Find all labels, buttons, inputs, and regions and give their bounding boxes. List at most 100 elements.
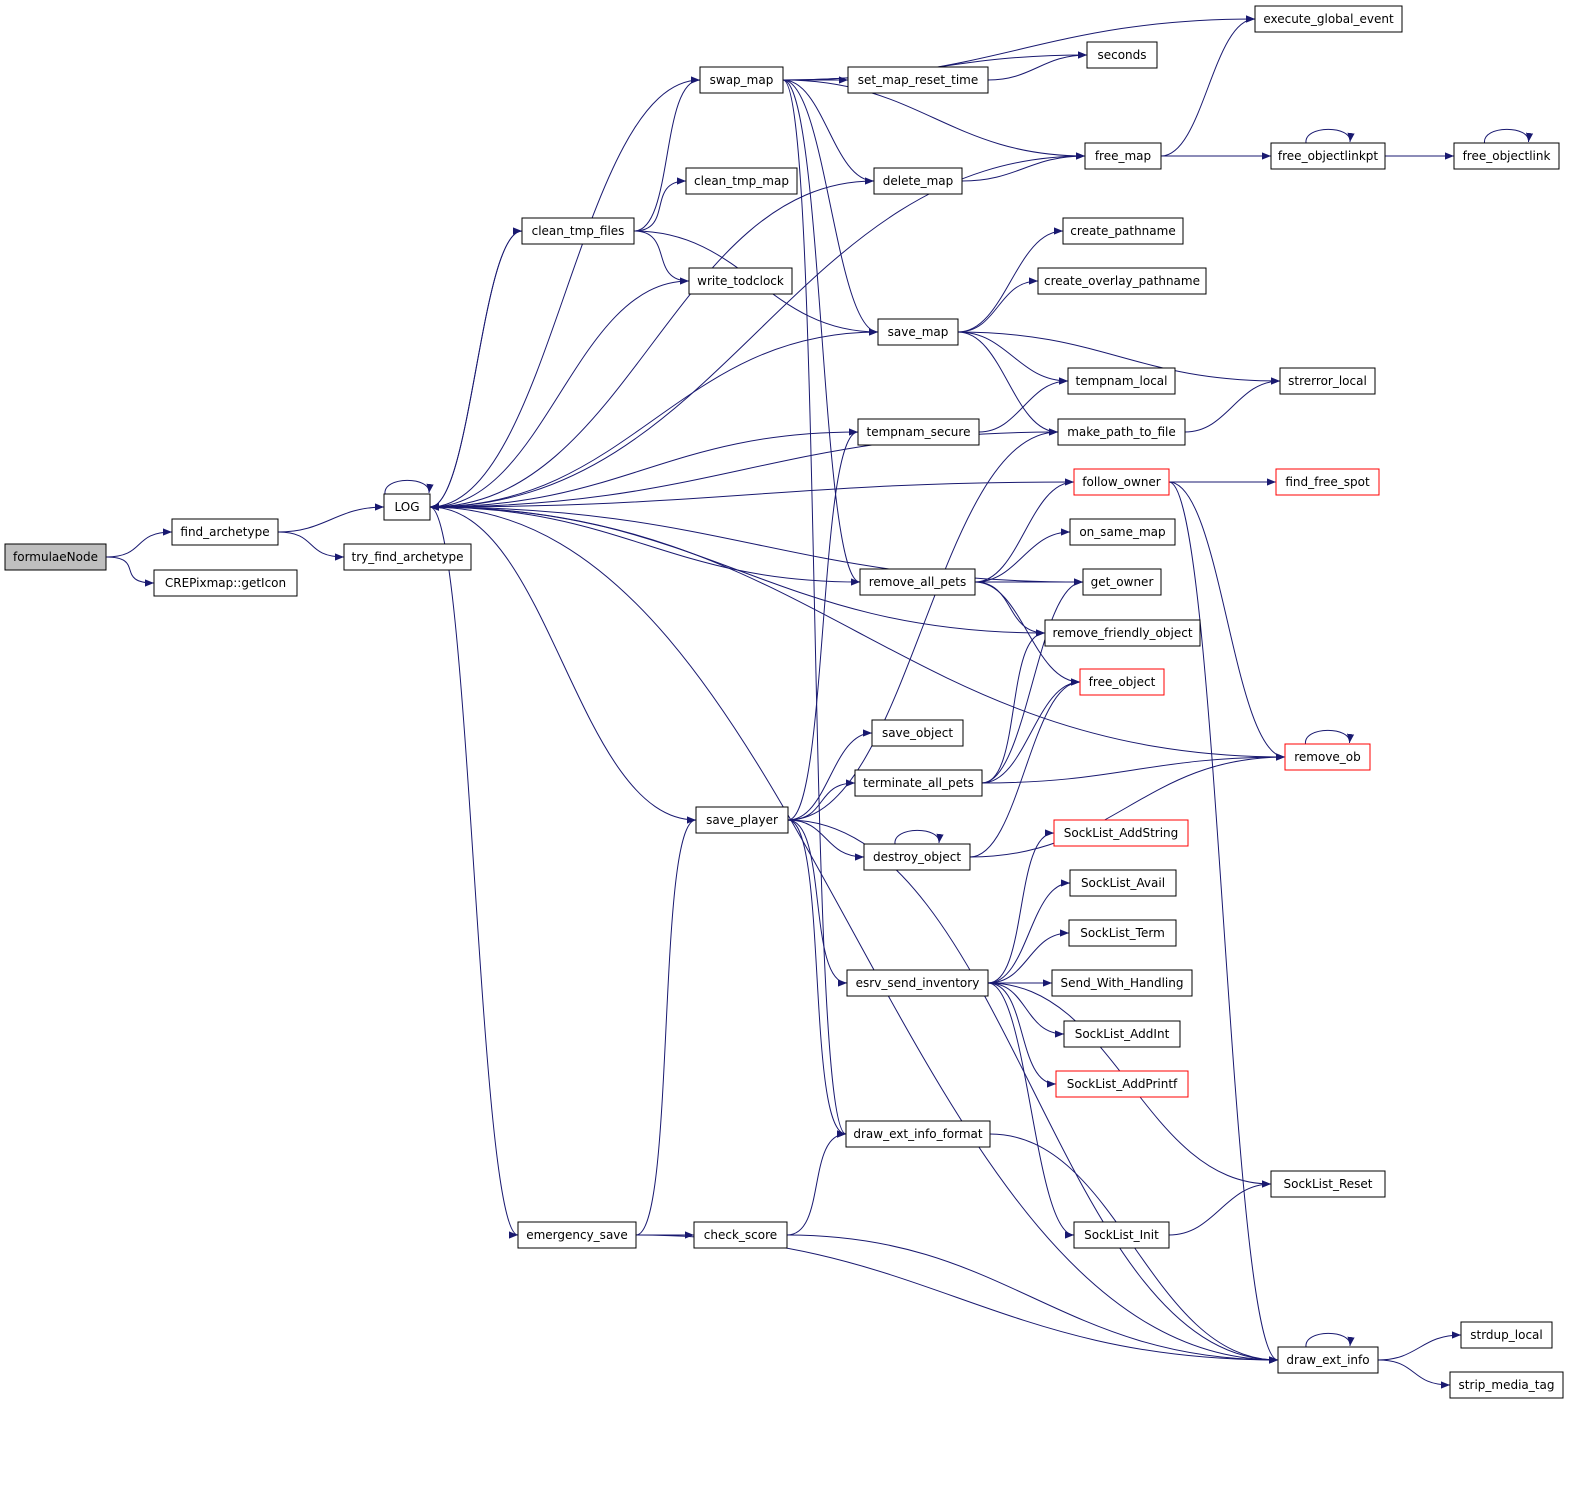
- node-find-archetype[interactable]: find_archetype: [171, 518, 279, 546]
- node-label: LOG: [394, 500, 419, 514]
- node-label: SockList_AddPrintf: [1067, 1077, 1178, 1091]
- node-seconds[interactable]: seconds: [1086, 41, 1158, 69]
- node-draw-ext-info-format[interactable]: draw_ext_info_format: [845, 1120, 991, 1148]
- node-formulaenode[interactable]: formulaeNode: [4, 543, 107, 571]
- node-save-object[interactable]: save_object: [871, 719, 964, 747]
- node-swap-map[interactable]: swap_map: [699, 66, 784, 94]
- node-label: save_player: [706, 813, 778, 827]
- node-box: [699, 66, 784, 94]
- edge-check-score-to-draw-ext-info: [786, 1234, 1279, 1364]
- node-box: [1453, 142, 1560, 170]
- edge-clean-tmp-files-to-log: [429, 230, 523, 511]
- node-label: remove_ob: [1294, 750, 1361, 764]
- node-send-with-handling[interactable]: Send_With_Handling: [1051, 969, 1193, 997]
- node-esrv-send-inventory[interactable]: esrv_send_inventory: [846, 969, 989, 997]
- node-box: [1057, 418, 1186, 446]
- node-crepixmap-geticon[interactable]: CREPixmap::getIcon: [153, 569, 298, 597]
- node-label: strdup_local: [1470, 1328, 1542, 1342]
- node-execute-global-event[interactable]: execute_global_event: [1254, 5, 1403, 33]
- node-box: [1460, 1321, 1553, 1349]
- node-clean-tmp-files[interactable]: clean_tmp_files: [521, 217, 635, 245]
- node-label: follow_owner: [1082, 475, 1161, 489]
- node-label: make_path_to_file: [1067, 425, 1176, 439]
- edge-swap-map-to-delete-map: [782, 79, 875, 185]
- node-remove-ob[interactable]: remove_ob: [1284, 743, 1371, 771]
- node-label: create_overlay_pathname: [1044, 274, 1200, 288]
- node-on-same-map[interactable]: on_same_map: [1069, 518, 1176, 546]
- node-save-map[interactable]: save_map: [877, 318, 959, 346]
- edge-swap-map-to-draw-ext-info-format: [782, 79, 847, 1138]
- edge-follow-owner-to-remove-ob: [1168, 481, 1286, 761]
- edge-delete-map-to-log: [429, 180, 875, 511]
- node-write-todclock[interactable]: write_todclock: [688, 267, 793, 295]
- node-find-free-spot[interactable]: find_free_spot: [1275, 468, 1380, 496]
- node-create-overlay-pathname[interactable]: create_overlay_pathname: [1037, 267, 1207, 295]
- node-clean-tmp-map[interactable]: clean_tmp_map: [685, 167, 798, 195]
- node-label: execute_global_event: [1263, 12, 1394, 26]
- node-box: [1086, 41, 1158, 69]
- node-label: find_free_spot: [1285, 475, 1370, 489]
- node-box: [1270, 1170, 1386, 1198]
- node-create-pathname[interactable]: create_pathname: [1062, 217, 1184, 245]
- node-free-map[interactable]: free_map: [1084, 142, 1162, 170]
- node-delete-map[interactable]: delete_map: [873, 167, 963, 195]
- edge-esrv-send-inventory-to-socklist-term: [987, 929, 1070, 984]
- node-box: [846, 969, 989, 997]
- node-free-objectlink[interactable]: free_objectlink: [1453, 142, 1560, 170]
- node-box: [1449, 1371, 1564, 1399]
- node-strerror-local[interactable]: strerror_local: [1279, 367, 1376, 395]
- node-free-object[interactable]: free_object: [1079, 668, 1165, 696]
- node-destroy-object[interactable]: destroy_object: [863, 843, 971, 871]
- node-label: SockList_Init: [1084, 1228, 1159, 1242]
- node-draw-ext-info[interactable]: draw_ext_info: [1277, 1346, 1379, 1374]
- node-strip-media-tag[interactable]: strip_media_tag: [1449, 1371, 1564, 1399]
- node-strdup-local[interactable]: strdup_local: [1460, 1321, 1553, 1349]
- edge-clean-tmp-files-to-swap-map: [633, 76, 701, 232]
- node-label: formulaeNode: [13, 550, 98, 564]
- edge-draw-ext-info-to-strdup-local: [1377, 1331, 1462, 1361]
- node-label: draw_ext_info_format: [853, 1127, 983, 1141]
- node-box: [873, 167, 963, 195]
- node-remove-friendly-object[interactable]: remove_friendly_object: [1044, 619, 1201, 647]
- node-socklist-addint[interactable]: SockList_AddInt: [1063, 1020, 1181, 1048]
- node-label: remove_friendly_object: [1052, 626, 1192, 640]
- node-socklist-term[interactable]: SockList_Term: [1068, 919, 1177, 947]
- node-socklist-reset[interactable]: SockList_Reset: [1270, 1170, 1386, 1198]
- edge-remove-all-pets-to-log: [429, 503, 861, 583]
- edge-draw-ext-info-to-log: [429, 503, 1279, 1361]
- node-try-find-archetype[interactable]: try_find_archetype: [343, 543, 472, 571]
- edge-remove-all-pets-to-on-same-map: [974, 528, 1071, 583]
- edge-tempnam-secure-to-log: [429, 431, 859, 511]
- node-socklist-init[interactable]: SockList_Init: [1073, 1221, 1170, 1249]
- node-remove-all-pets[interactable]: remove_all_pets: [859, 568, 976, 596]
- node-get-owner[interactable]: get_owner: [1082, 568, 1162, 596]
- node-free-objectlinkpt[interactable]: free_objectlinkpt: [1270, 142, 1386, 170]
- node-terminate-all-pets[interactable]: terminate_all_pets: [854, 769, 983, 797]
- node-label: try_find_archetype: [352, 550, 464, 564]
- node-label: SockList_Term: [1080, 926, 1165, 940]
- edge-find-archetype-to-try-find-archetype: [277, 531, 345, 561]
- node-tempnam-secure[interactable]: tempnam_secure: [857, 418, 980, 446]
- node-label: remove_all_pets: [869, 575, 967, 589]
- node-box: [153, 569, 298, 597]
- node-label: set_map_reset_time: [858, 73, 979, 87]
- edge-follow-owner-to-log: [429, 481, 1075, 511]
- node-label: free_objectlink: [1463, 149, 1551, 163]
- node-label: SockList_Avail: [1081, 876, 1165, 890]
- node-make-path-to-file[interactable]: make_path_to_file: [1057, 418, 1186, 446]
- node-follow-owner[interactable]: follow_owner: [1073, 468, 1170, 496]
- node-check-score[interactable]: check_score: [693, 1221, 788, 1249]
- node-set-map-reset-time[interactable]: set_map_reset_time: [847, 66, 989, 94]
- node-socklist-avail[interactable]: SockList_Avail: [1069, 869, 1177, 897]
- node-emergency-save[interactable]: emergency_save: [517, 1221, 637, 1249]
- node-tempnam-local[interactable]: tempnam_local: [1067, 367, 1176, 395]
- node-label: terminate_all_pets: [863, 776, 974, 790]
- node-save-player[interactable]: save_player: [695, 806, 789, 834]
- node-socklist-addprintf[interactable]: SockList_AddPrintf: [1055, 1070, 1189, 1098]
- edge-remove-all-pets-to-free-object: [974, 581, 1081, 686]
- node-box: [517, 1221, 637, 1249]
- node-log[interactable]: LOG: [383, 493, 431, 521]
- edge-get-owner-to-log: [429, 503, 1084, 583]
- edge-save-map-to-strerror-local: [957, 331, 1281, 385]
- node-socklist-addstring[interactable]: SockList_AddString: [1053, 819, 1189, 847]
